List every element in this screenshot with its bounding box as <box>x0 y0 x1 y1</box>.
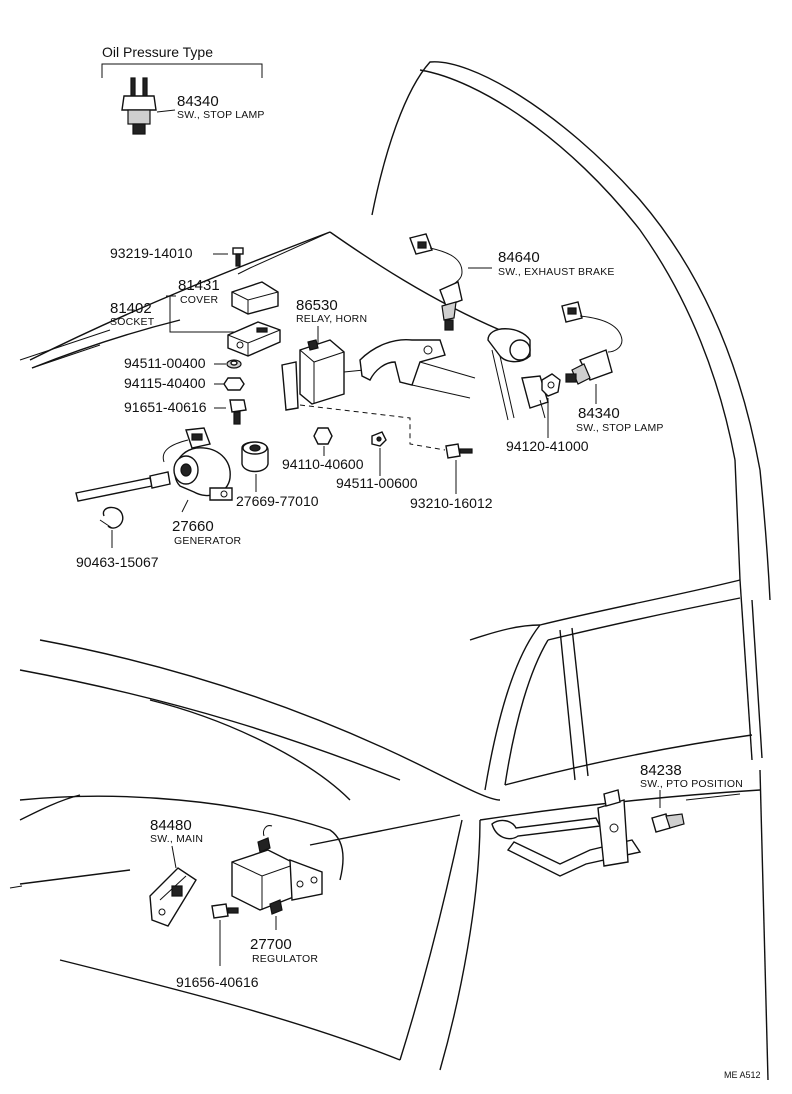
bolt-91656-icon <box>211 903 239 919</box>
part-number-91656-40616: 91656-40616 <box>176 974 259 990</box>
washer-94511-icon <box>371 431 387 447</box>
regulator-icon <box>231 825 323 915</box>
part-desc-exhaust-brake: SW., EXHAUST BRAKE <box>498 266 615 278</box>
pto-lever-icon <box>491 789 642 877</box>
part-number-86530: 86530 <box>296 297 338 314</box>
part-desc-pto-position: SW., PTO POSITION <box>640 778 743 790</box>
relay-bracket-icon <box>359 338 476 399</box>
part-desc-stop-lamp-top: SW., STOP LAMP <box>177 109 265 121</box>
main-switch-icon <box>149 867 197 927</box>
part-desc-socket: SOCKET <box>110 316 155 328</box>
diagram-code: ME A512 <box>724 1070 761 1080</box>
pto-switch-icon <box>651 813 685 833</box>
part-number-93219-14010: 93219-14010 <box>110 245 193 261</box>
part-number-94120-41000: 94120-41000 <box>506 438 589 454</box>
part-desc-relay-horn: RELAY, HORN <box>296 313 367 325</box>
bolt-icon <box>229 399 247 425</box>
stop-lamp-nut-icon <box>541 373 561 397</box>
part-number-94511-00400: 94511-00400 <box>124 355 206 371</box>
bushing-icon <box>241 441 269 473</box>
cover-icon <box>231 281 279 315</box>
part-number-90463-15067: 90463-15067 <box>76 554 159 570</box>
generator-icon <box>162 427 233 501</box>
part-desc-regulator: REGULATOR <box>252 953 318 965</box>
nut-94110-icon <box>313 427 333 445</box>
part-number-91651-40616: 91651-40616 <box>124 399 207 415</box>
part-number-94110-40600: 94110-40600 <box>282 456 364 472</box>
screw-93210-icon <box>445 443 473 459</box>
part-number-84340-top: 84340 <box>177 93 219 110</box>
part-number-84480: 84480 <box>150 817 192 834</box>
part-number-81402: 81402 <box>110 300 152 317</box>
washer-icon <box>226 359 242 369</box>
part-desc-stop-lamp-right: SW., STOP LAMP <box>576 422 664 434</box>
stop-lamp-bracket-icon <box>487 328 549 421</box>
part-desc-cover-label: COVER <box>180 294 219 306</box>
part-number-84238: 84238 <box>640 762 682 779</box>
part-number-81431: 81431 <box>178 277 220 294</box>
screw-icon <box>232 247 244 267</box>
stop-lamp-switch-oil-icon <box>121 77 157 135</box>
stop-lamp-switch-right-icon <box>561 301 623 385</box>
exhaust-brake-switch-icon <box>409 233 463 331</box>
part-number-94115-40400: 94115-40400 <box>124 375 206 391</box>
truck-outline <box>9 61 771 1081</box>
socket-icon <box>227 321 281 357</box>
part-number-27700: 27700 <box>250 936 292 953</box>
horn-relay-icon <box>281 339 365 411</box>
oil-pressure-type-title: Oil Pressure Type <box>102 44 213 60</box>
part-desc-generator: GENERATOR <box>174 535 242 547</box>
cable-icon <box>75 471 171 502</box>
part-number-84640: 84640 <box>498 249 540 266</box>
part-number-84340-right: 84340 <box>578 405 620 422</box>
part-desc-main-switch: SW., MAIN <box>150 833 203 845</box>
header-bracket <box>101 63 263 78</box>
nut-icon <box>223 377 245 391</box>
part-number-93210-16012: 93210-16012 <box>410 495 493 511</box>
part-number-27669-77010: 27669-77010 <box>236 493 319 509</box>
clamp-icon <box>99 506 124 529</box>
part-number-94511-00600: 94511-00600 <box>336 475 418 491</box>
part-number-27660: 27660 <box>172 518 214 535</box>
